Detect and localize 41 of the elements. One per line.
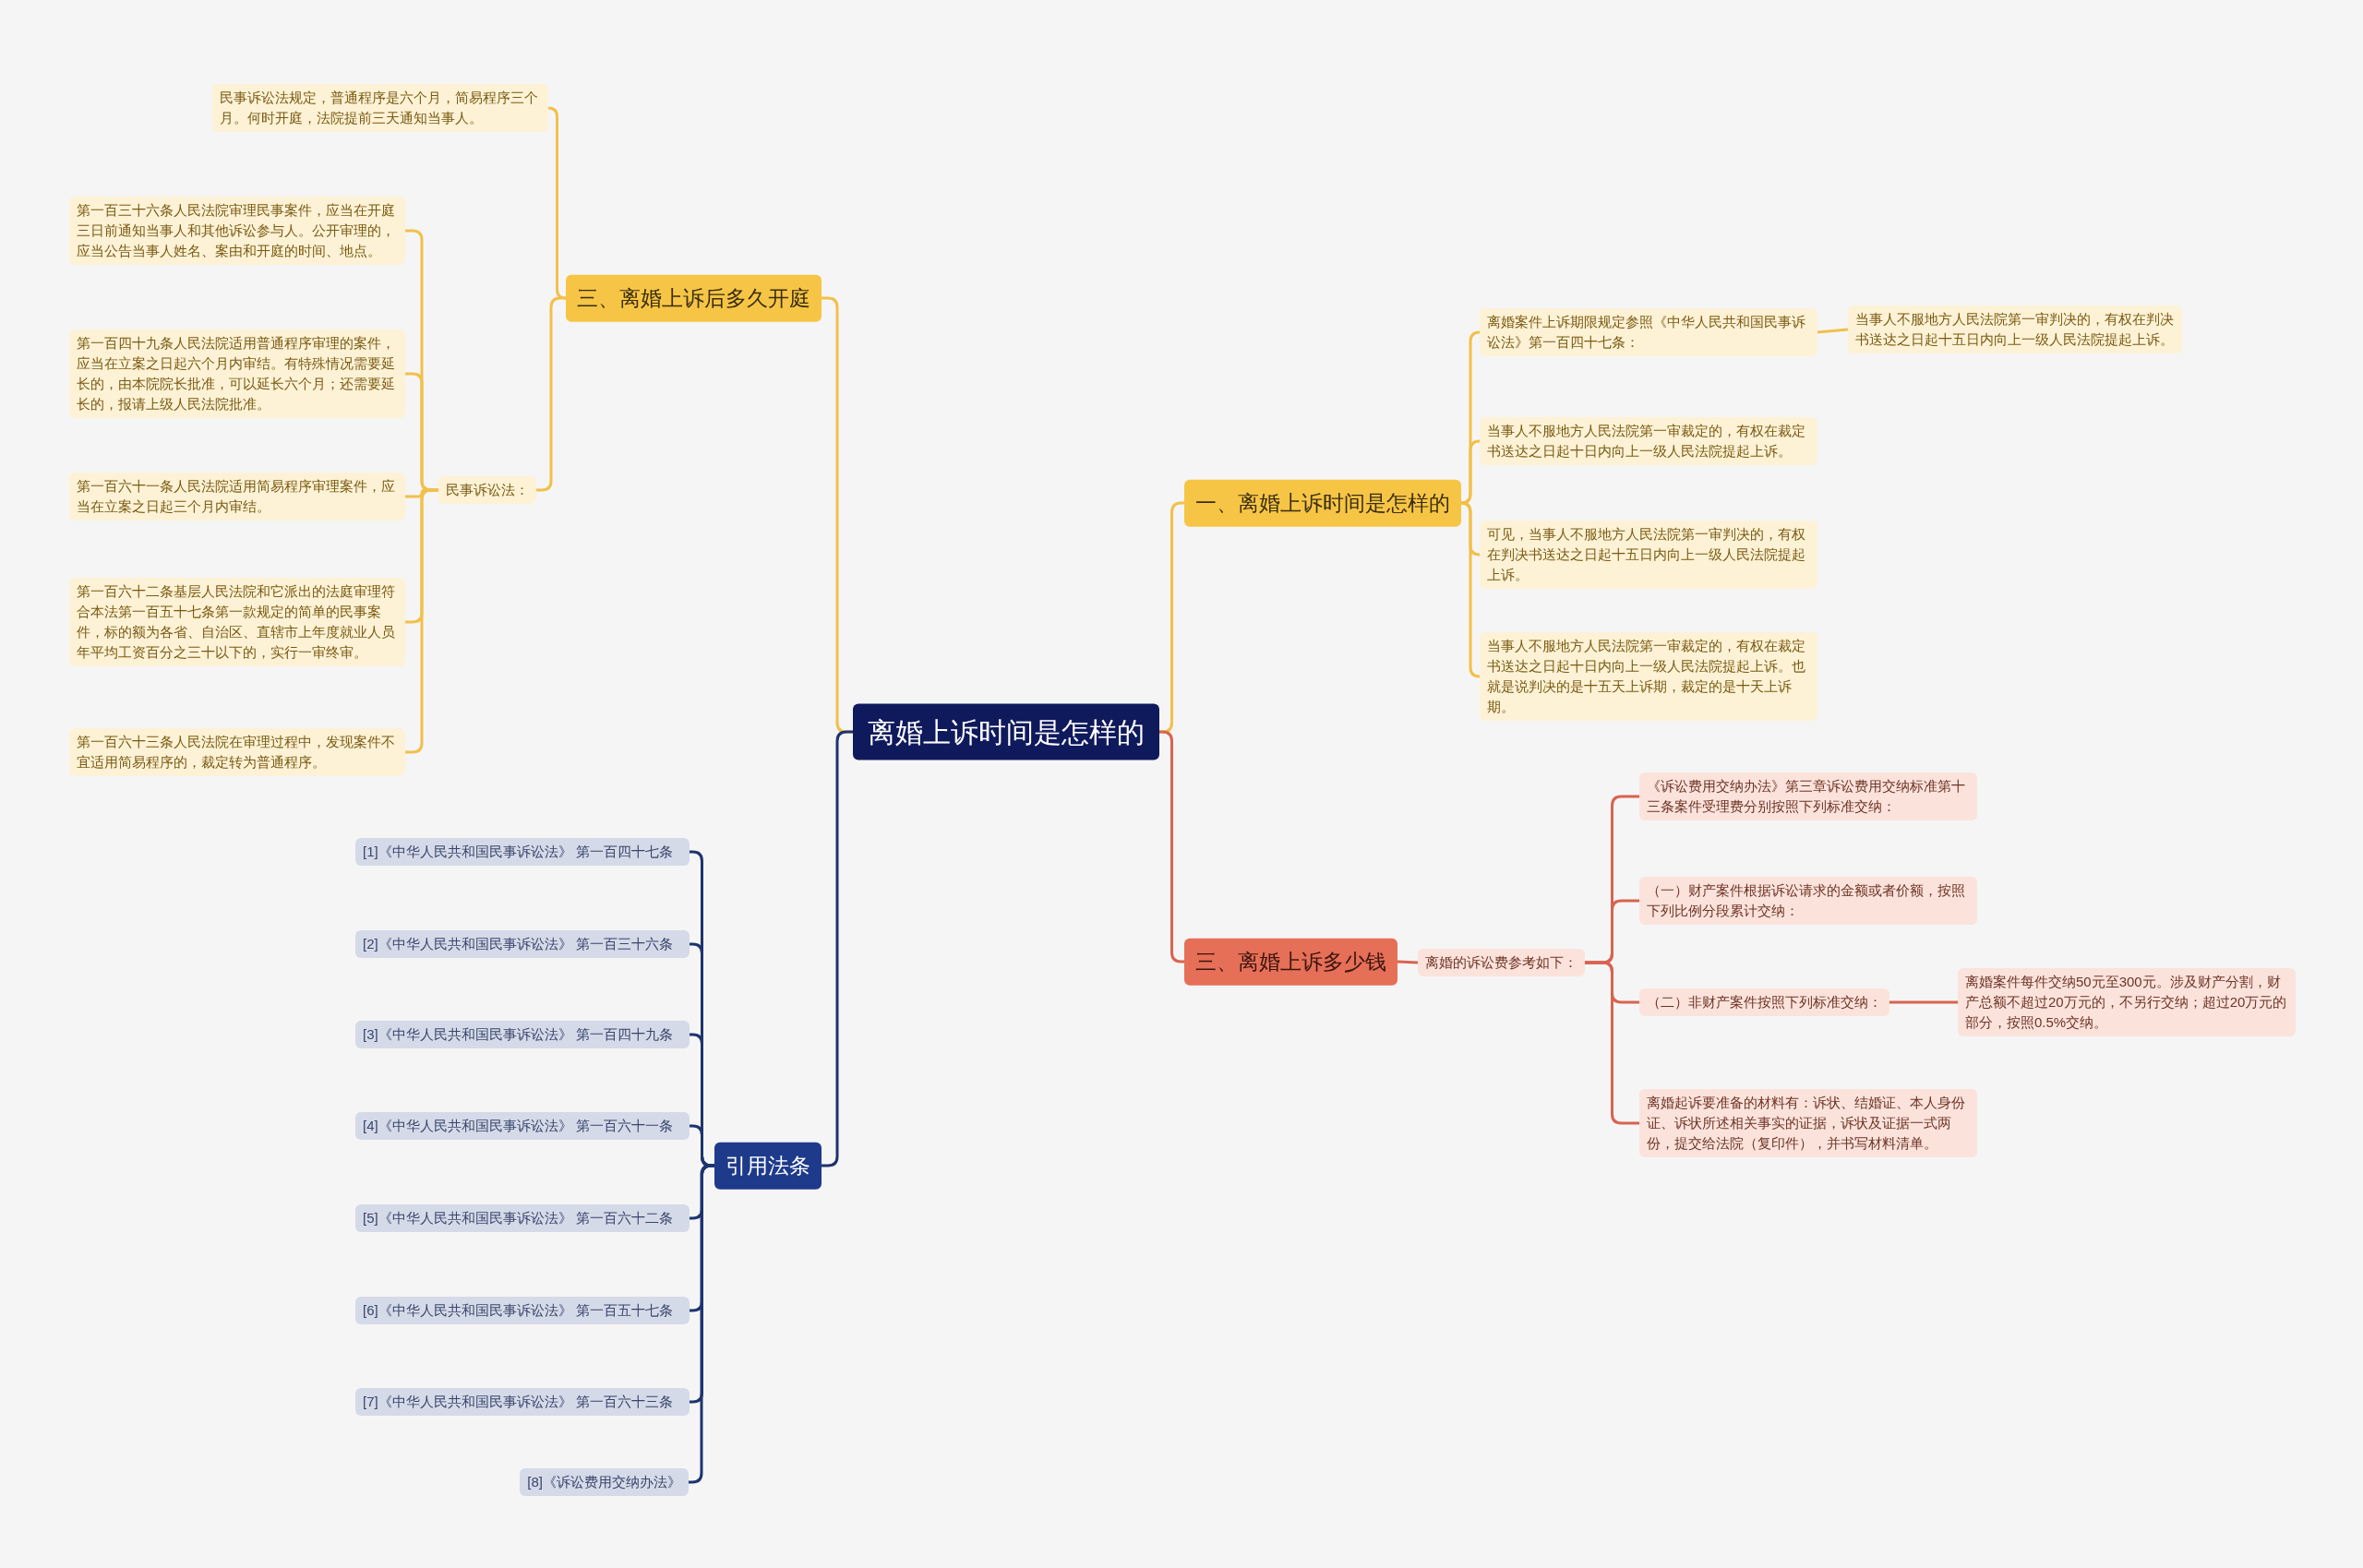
reference-box: [3]《中华人民共和国民事诉讼法》 第一百四十九条 (355, 1021, 690, 1048)
text-box: 第一百三十六条人民法院审理民事案件，应当在开庭三日前通知当事人和其他诉讼参与人。公开审理的，应当公告当事人姓名、案由和开庭的时间、地点。 (69, 197, 405, 265)
connector-line (405, 488, 438, 754)
text-box: 当事人不服地方人民法院第一审裁定的，有权在裁定书送达之日起十日内向上一级人民法院提起上诉。 (1480, 417, 1817, 465)
text-box: 《诉讼费用交纳办法》第三章诉讼费用交纳标准第十三条案件受理费分别按照下列标准交纳： (1639, 772, 1977, 820)
text-box: 当事人不服地方人民法院第一审裁定的，有权在裁定书送达之日起十日内向上一级人民法院提起上诉。也就是说判决的是十五天上诉期，裁定的是十天上诉期。 (1480, 632, 1817, 721)
text-box: 离婚案件上诉期限规定参照《中华人民共和国民事诉讼法》第一百四十七条： (1480, 308, 1817, 356)
text-box: 离婚的诉讼费参考如下： (1418, 949, 1585, 976)
reference-box: [4]《中华人民共和国民事诉讼法》 第一百六十一条 (355, 1112, 690, 1140)
connector-line (1459, 501, 1481, 678)
reference-box: [2]《中华人民共和国民事诉讼法》 第一百三十六条 (355, 930, 690, 958)
text-box: （一）财产案件根据诉讼请求的金额或者价额，按照下列比例分段累计交纳： (1639, 877, 1977, 925)
topic-box: 三、离婚上诉多少钱 (1184, 938, 1397, 986)
reference-box: [7]《中华人民共和国民事诉讼法》 第一百六十三条 (355, 1388, 690, 1416)
text-box: 离婚案件每件交纳50元至300元。涉及财产分割，财产总额不超过20万元的，不另行交纳；超过20万元的部分，按照0.5%交纳。 (1958, 968, 2296, 1036)
text-box: 第一百六十二条基层人民法院和它派出的法庭审理符合本法第一百五十七条第一款规定的简单的民事案件，标的额为各省、自治区、直辖市上年度就业人员年平均工资百分之三十以下的，实行一审终审。 (69, 578, 405, 666)
connector-line (536, 296, 566, 492)
text-box: 可见，当事人不服地方人民法院第一审判决的，有权在判决书送达之日起十五日内向上一级人民法院提起上诉。 (1480, 521, 1817, 589)
connector-line (690, 1124, 714, 1167)
connector-line (822, 730, 853, 1167)
connector-line (546, 106, 568, 300)
connector-line (1459, 439, 1481, 505)
topic-box: 一、离婚上诉时间是怎样的 (1184, 479, 1461, 527)
reference-box: [1]《中华人民共和国民事诉讼法》 第一百四十七条 (355, 838, 690, 866)
topic-box: 引用法条 (714, 1142, 822, 1190)
text-box: 民事诉讼法： (438, 476, 536, 504)
connector-line (1817, 328, 1849, 334)
text-box: 民事诉讼法规定，普通程序是六个月，简易程序三个月。何时开庭，法院提前三天通知当事人。 (212, 84, 548, 132)
text-box: 当事人不服地方人民法院第一审判决的，有权在判决书送达之日起十五日内向上一级人民法院提起上诉。 (1848, 305, 2182, 353)
central-topic-box: 离婚上诉时间是怎样的 (853, 703, 1159, 760)
connector-line (1397, 960, 1419, 964)
reference-box: [5]《中华人民共和国民事诉讼法》 第一百六十二条 (355, 1204, 690, 1232)
connector-line (1889, 1000, 1958, 1004)
reference-box: [6]《中华人民共和国民事诉讼法》 第一百五十七条 (355, 1297, 690, 1324)
text-box: 第一百六十一条人民法院适用简易程序审理案件，应当在立案之日起三个月内审结。 (69, 473, 405, 521)
reference-box: [8]《诉讼费用交纳办法》 (520, 1468, 689, 1496)
text-box: 第一百四十九条人民法院适用普通程序审理的案件，应当在立案之日起六个月内审结。有特殊情况需要延长的，由本院院长批准，可以延长六个月；还需要延长的，报请上级人民法院批准。 (69, 329, 405, 418)
text-box: （二）非财产案件按照下列标准交纳： (1639, 988, 1889, 1016)
text-box: 离婚起诉要准备的材料有：诉状、结婚证、本人身份证、诉状所述相关事实的证据，诉状及证据一式两份，提交给法院（复印件），并书写材料清单。 (1639, 1089, 1977, 1157)
text-box: 第一百六十三条人民法院在审理过程中，发现案件不宜适用简易程序的，裁定转为普通程序。 (69, 728, 405, 776)
topic-box: 三、离婚上诉后多久开庭 (566, 274, 822, 322)
